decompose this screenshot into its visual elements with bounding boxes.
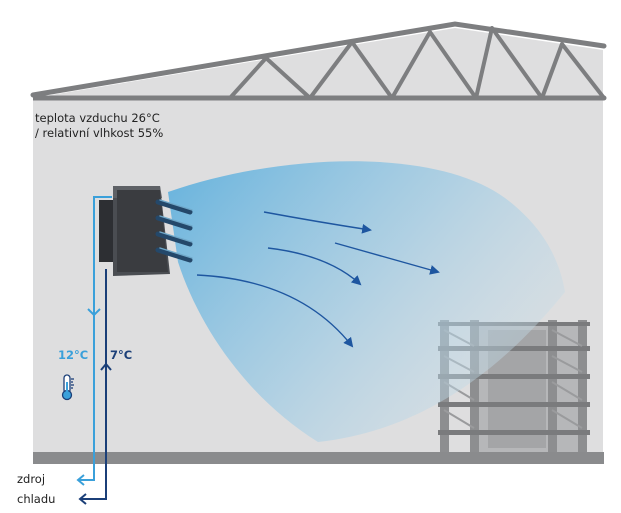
air-conditions-label: teplota vzduchu 26°C / relativní vlhkost…	[35, 111, 163, 141]
return-pipe	[78, 269, 112, 505]
floor	[33, 452, 604, 464]
airflow-arrow-3	[267, 247, 362, 286]
cooling-unit	[99, 186, 193, 276]
airflow-arrow-4	[196, 274, 354, 348]
airflow-arrow-1	[263, 211, 372, 234]
source-line-1: zdroj	[17, 472, 46, 486]
thermometer-icon	[61, 374, 74, 401]
cooling-source-label: zdroj chladu	[17, 472, 55, 507]
supply-pipe	[76, 196, 112, 486]
air-temperature-text: teplota vzduchu 26°C	[35, 111, 160, 125]
air-humidity-text: / relativní vlhkost 55%	[35, 126, 164, 140]
source-line-2: chladu	[17, 492, 56, 506]
return-temperature-label: 7°C	[110, 348, 133, 362]
supply-temperature-label: 12°C	[58, 348, 89, 362]
storage-rack	[438, 320, 590, 452]
airflow-arrow-2	[334, 242, 440, 275]
airflow-arrows	[196, 211, 440, 348]
airflow-cone	[168, 161, 565, 442]
